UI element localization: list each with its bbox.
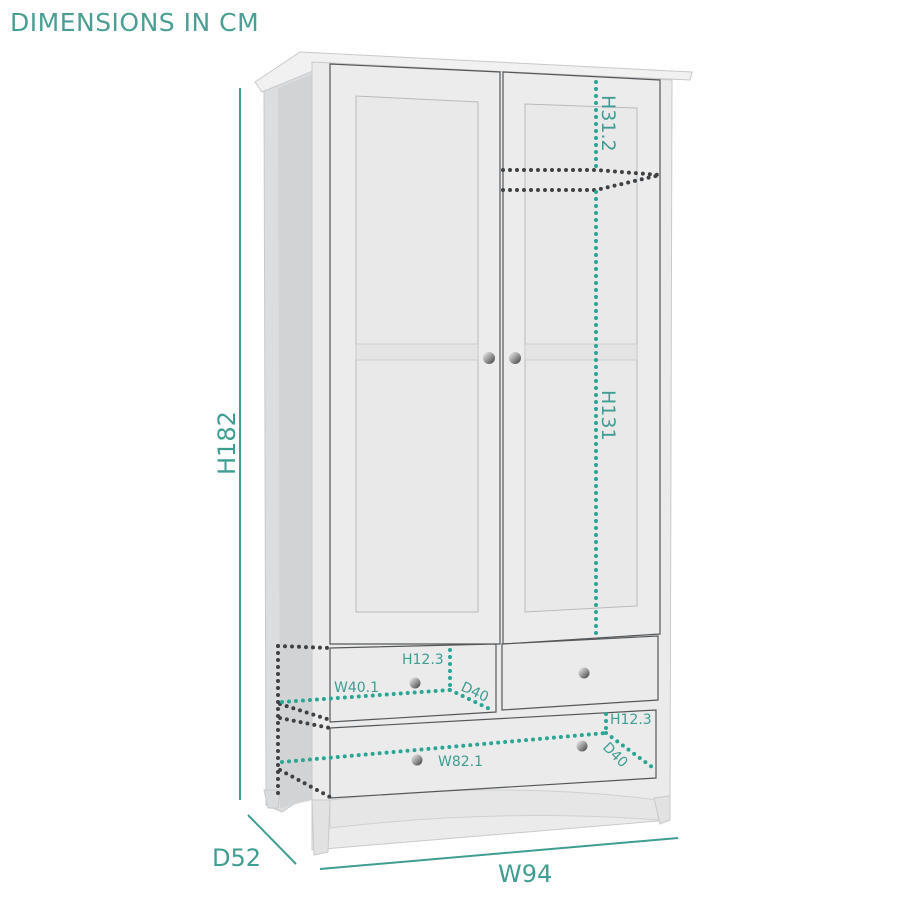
top-crown	[254, 51, 693, 93]
shelf-height-label: H31.2	[597, 95, 619, 152]
small-drawer-right-knob-icon	[578, 667, 590, 679]
large-drawer-width-line	[280, 731, 608, 764]
overall-dimension-lines	[239, 88, 679, 870]
right-door-knob-icon[interactable]	[509, 352, 521, 364]
large-drawer-width-label: W82.1	[438, 754, 483, 770]
small-drawer-right[interactable]	[501, 635, 659, 711]
small-drawer-depth-line	[448, 688, 496, 713]
overall-depth-label: D52	[212, 844, 261, 872]
small-drawer-width-line	[280, 688, 452, 704]
front-left-leg	[311, 799, 331, 856]
hanging-height-label: H131	[597, 390, 619, 441]
depth-line	[247, 814, 297, 865]
small-drawer-width-label: W40.1	[334, 680, 379, 696]
overall-height-label: H182	[213, 411, 241, 475]
small-drawer-height-label: H12.3	[402, 652, 444, 668]
back-left-leg	[263, 789, 281, 809]
overall-width-label: W94	[498, 860, 552, 888]
small-drawer-left-knob-icon	[409, 677, 421, 689]
left-door[interactable]	[329, 63, 501, 645]
right-door[interactable]	[502, 71, 661, 645]
front-right-leg	[653, 795, 671, 825]
teal-dotted-measures	[280, 80, 658, 772]
width-line	[319, 837, 679, 870]
page-title: DIMENSIONS IN CM	[10, 8, 260, 37]
large-drawer-height-label: H12.3	[610, 712, 652, 728]
large-drawer[interactable]	[329, 709, 657, 799]
large-drawer-knob-left-icon	[411, 754, 423, 766]
left-door-knob-icon[interactable]	[483, 352, 495, 364]
large-drawer-knob-right-icon	[576, 740, 588, 752]
